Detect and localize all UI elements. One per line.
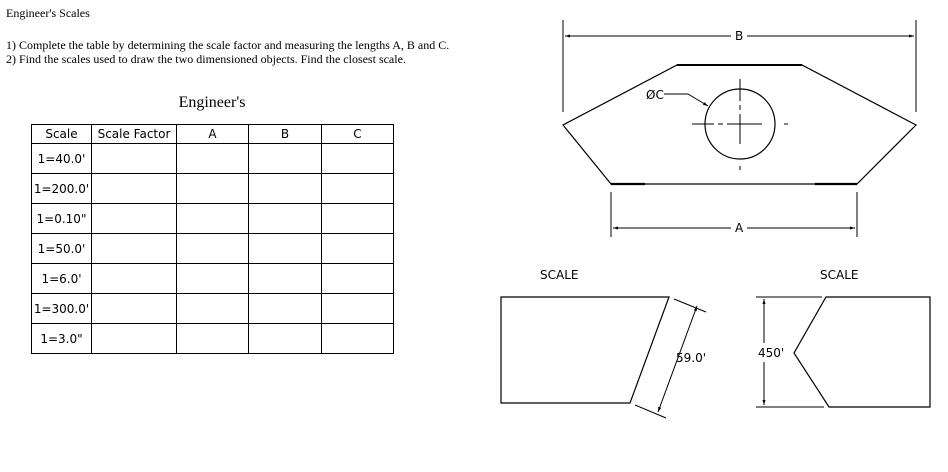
a-cell[interactable]: [176, 233, 249, 264]
scale-factor-cell[interactable]: [91, 143, 177, 174]
scale-label-left: SCALE: [540, 268, 578, 282]
scale-cell: 1=50.0': [31, 233, 92, 264]
table-header-row: Scale Scale Factor A B C: [31, 124, 394, 144]
label-b: B: [735, 29, 743, 43]
table-row: 1=6.0': [31, 263, 394, 294]
c-cell[interactable]: [321, 203, 394, 234]
table-row: 1=200.0': [31, 173, 394, 204]
label-a: A: [735, 221, 744, 235]
scale-cell: 1=3.0": [31, 323, 92, 354]
scale-factor-cell[interactable]: [91, 263, 177, 294]
scale-factor-cell[interactable]: [91, 203, 177, 234]
header-scale-factor: Scale Factor: [91, 124, 177, 144]
table-row: 1=3.0": [31, 323, 394, 354]
scale-factor-cell[interactable]: [91, 323, 177, 354]
table-title: Engineer's: [178, 94, 246, 111]
dim-right-value: 450': [758, 346, 784, 360]
left-object-outline: [500, 296, 670, 404]
scale-cell: 1=6.0': [31, 263, 92, 294]
scale-cell: 1=0.10": [31, 203, 92, 234]
a-cell[interactable]: [176, 323, 249, 354]
dim-left-value: 59.0': [676, 351, 706, 365]
left-dimension-line: [657, 305, 698, 413]
instruction-2: 2) Find the scales used to draw the two …: [6, 52, 406, 66]
left-ext-top: [673, 298, 707, 313]
b-cell[interactable]: [248, 323, 322, 354]
header-scale: Scale: [31, 124, 92, 144]
scale-label-right: SCALE: [820, 268, 858, 282]
label-c: ØC: [646, 88, 664, 102]
scale-cell: 1=200.0': [31, 173, 92, 204]
c-leader: [664, 93, 709, 107]
scale-cell: 1=40.0': [31, 143, 92, 174]
page-title: Engineer's Scales: [6, 6, 90, 20]
table-row: 1=50.0': [31, 233, 394, 264]
c-cell[interactable]: [321, 263, 394, 294]
instruction-1: 1) Complete the table by determining the…: [6, 38, 450, 52]
right-object-outline: [793, 296, 931, 408]
b-cell[interactable]: [248, 233, 322, 264]
table-row: 1=40.0': [31, 143, 394, 174]
scale-table: Scale Scale Factor A B C 1=40.0' 1=200.0…: [31, 124, 394, 354]
a-cell[interactable]: [176, 143, 249, 174]
c-cell[interactable]: [321, 323, 394, 354]
left-ext-bottom: [634, 404, 667, 419]
a-cell[interactable]: [176, 263, 249, 294]
table-row: 1=0.10": [31, 203, 394, 234]
